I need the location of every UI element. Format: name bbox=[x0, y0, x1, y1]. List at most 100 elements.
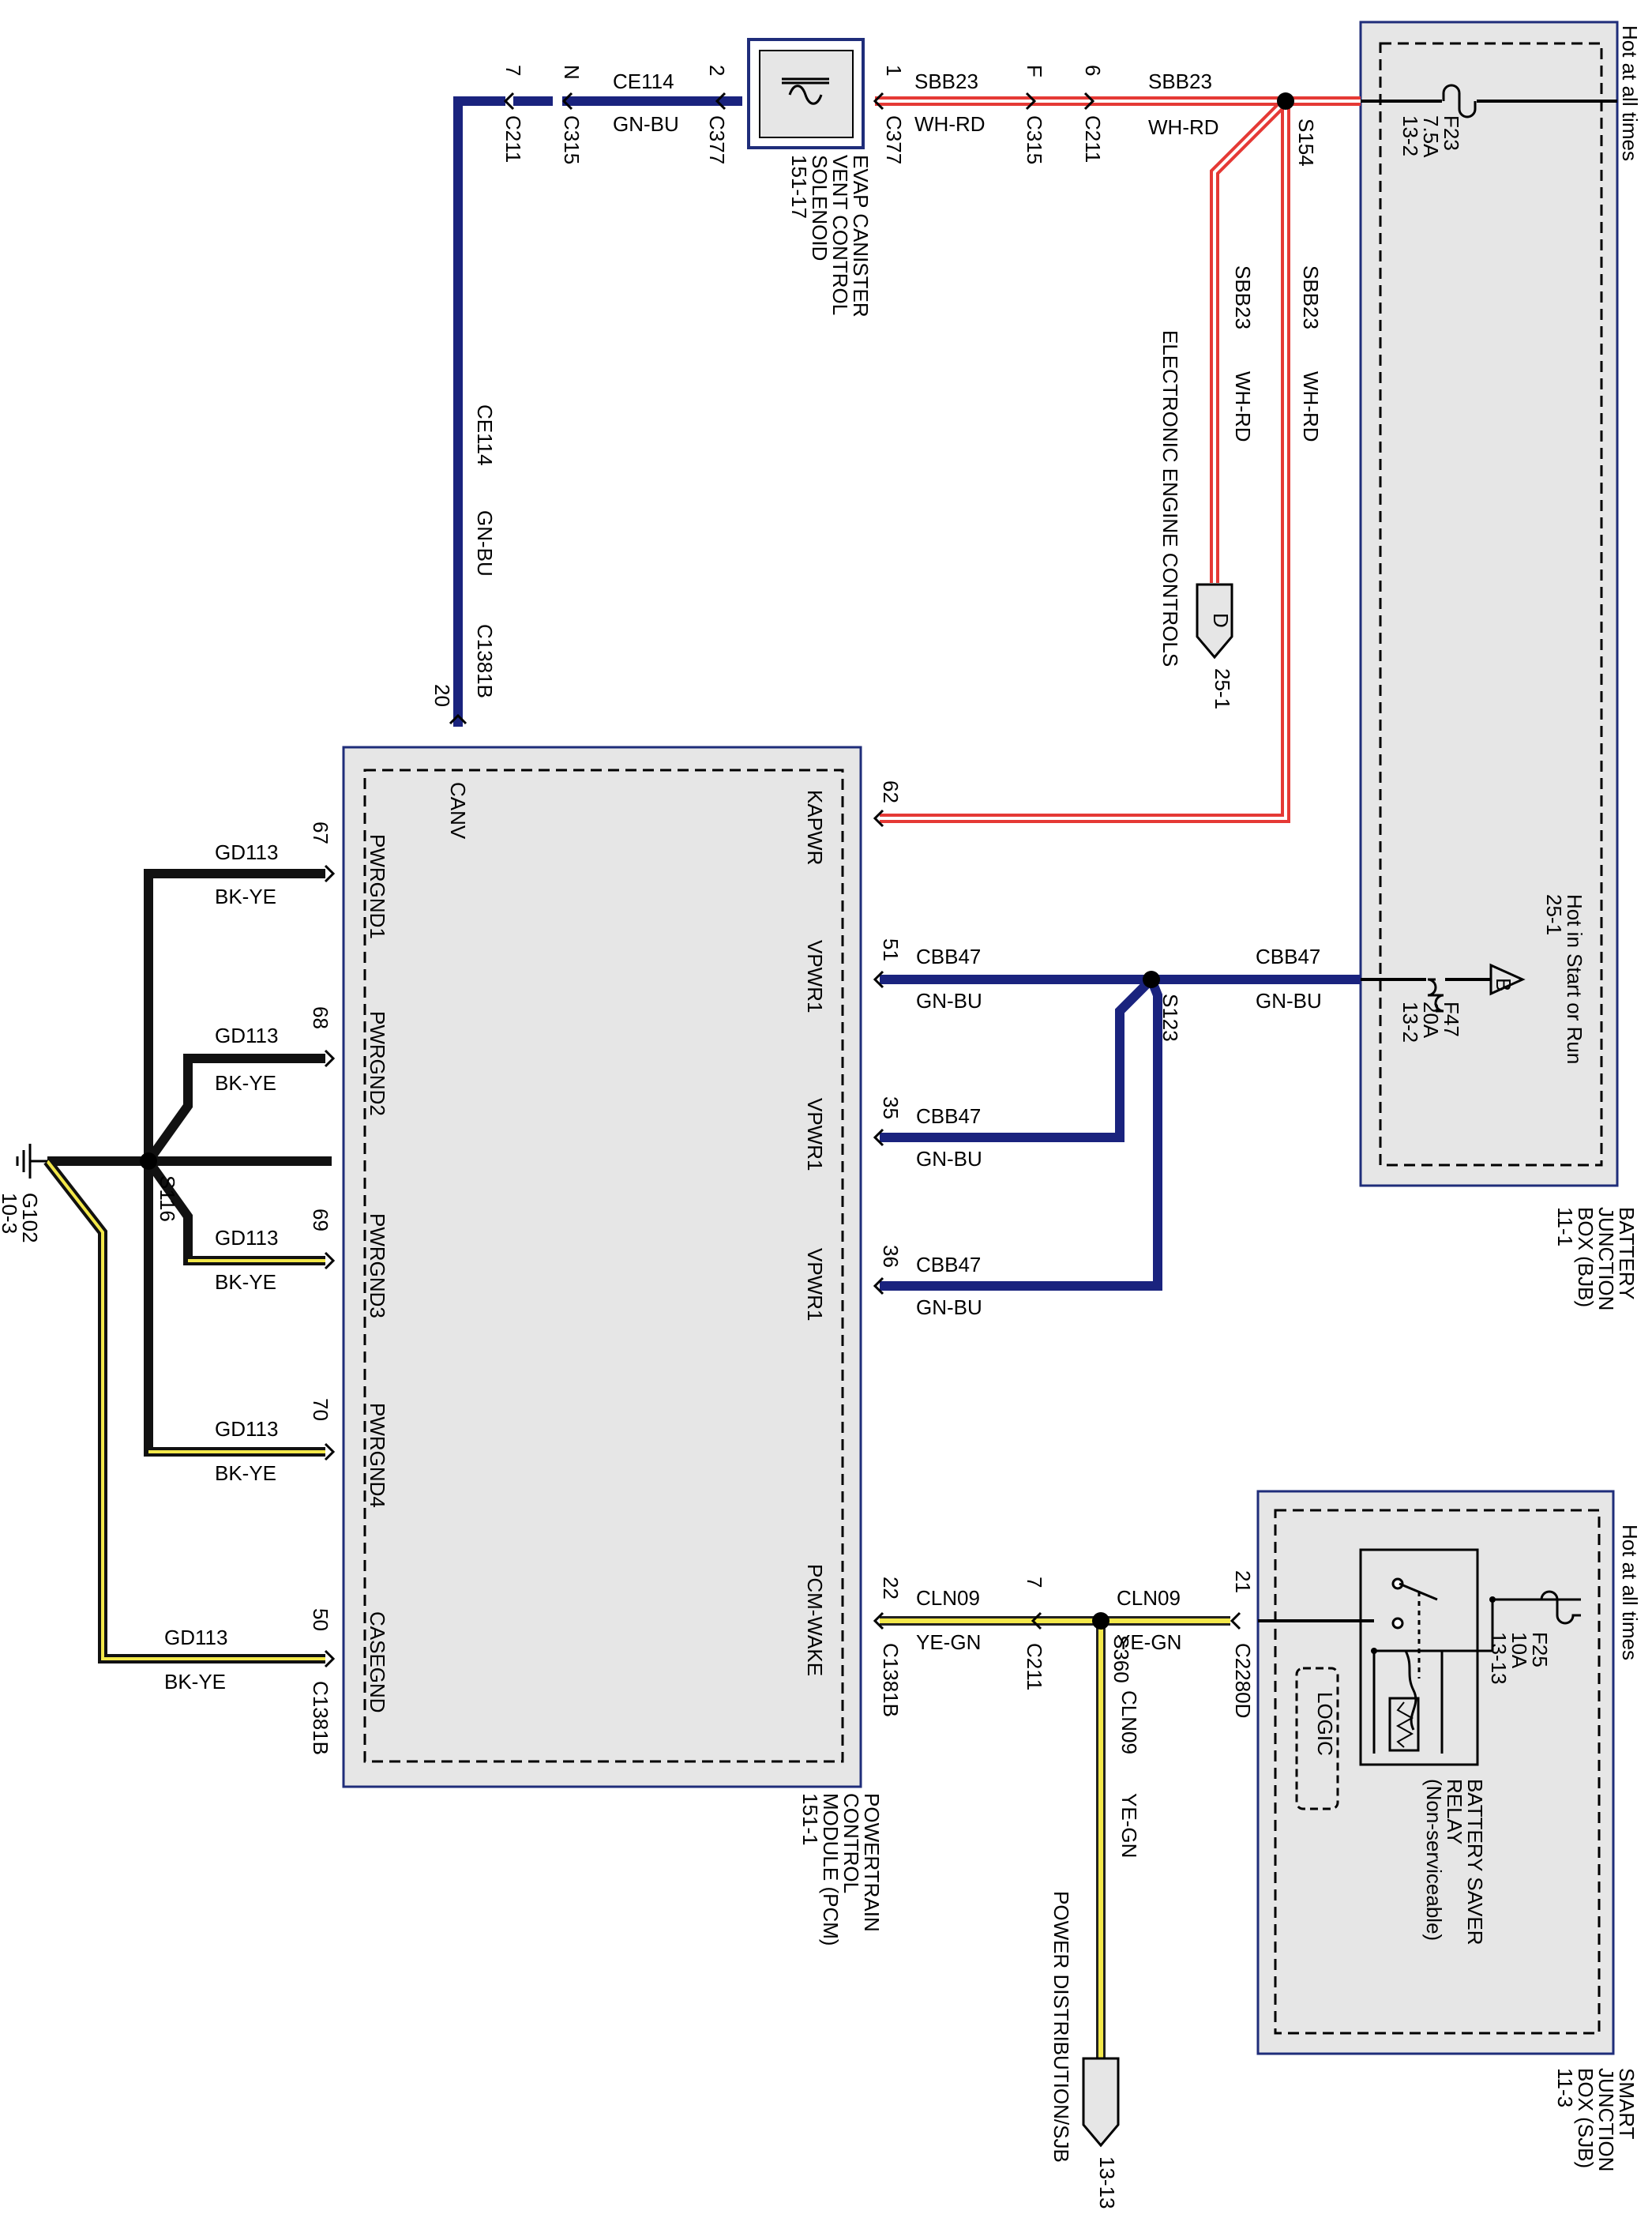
sbb23-top-color-1: WH-RD bbox=[914, 112, 986, 136]
sjb-name-line2: JUNCTION bbox=[1594, 2068, 1618, 2171]
pcm-pin-36-circuit: CBB47 bbox=[916, 1253, 981, 1276]
sbb23-pcm-circuit: SBB23 bbox=[1299, 265, 1323, 329]
pcm-pin-67-color: BK-YE bbox=[215, 885, 276, 908]
ground-name: G102 bbox=[18, 1193, 42, 1243]
sjb-hot-label: Hot at all times bbox=[1618, 1524, 1642, 1660]
sjb-ref: 11-3 bbox=[1553, 2068, 1577, 2107]
pd-ref: 13-13 bbox=[1095, 2156, 1119, 2209]
bjb-name-line3: BOX (BJB) bbox=[1574, 1207, 1598, 1307]
bjb-name-line2: JUNCTION bbox=[1594, 1207, 1618, 1310]
pd-offpage-connector bbox=[1082, 2057, 1120, 2148]
pcm-pin-51: 51 bbox=[879, 938, 903, 961]
pcm-pin-51-color: GN-BU bbox=[916, 989, 982, 1013]
pcm-pin-70-label: PWRGND4 bbox=[366, 1403, 389, 1508]
wire-sbb23-eec bbox=[1210, 97, 1290, 583]
pcm-name-line2: CONTROL bbox=[839, 1793, 863, 1893]
bjb-hot-label: Hot at all times bbox=[1618, 25, 1642, 161]
bjb-box bbox=[1359, 21, 1619, 1187]
pcm-pin-62-label: KAPWR bbox=[803, 790, 827, 865]
pcm-pin-68-label: PWRGND2 bbox=[366, 1011, 389, 1116]
pcm-ref: 151-1 bbox=[798, 1793, 822, 1846]
bjb-ref: 11-1 bbox=[1553, 1207, 1577, 1246]
evap-name-line2: VENT CONTROL bbox=[828, 155, 852, 315]
evap-name-line1: EVAP CANISTER bbox=[849, 155, 873, 318]
top-conn-4-name: C377 bbox=[882, 115, 906, 164]
bjb-name-line1: BATTERY bbox=[1615, 1207, 1639, 1300]
bjb-f47-rating: 20A bbox=[1419, 1002, 1443, 1039]
pcm-pin-50-connector: C1381B bbox=[309, 1681, 332, 1755]
evap-name-line3: SOLENOID bbox=[808, 155, 832, 261]
pcm-pin-35-label: VPWR1 bbox=[803, 1098, 827, 1171]
top-conn-2-pin: N bbox=[560, 65, 584, 80]
canv-pin: 20 bbox=[430, 684, 454, 707]
pcm-pin-70-color: BK-YE bbox=[215, 1461, 276, 1485]
cln09-sjb-circuit: CLN09 bbox=[1117, 1586, 1181, 1610]
ce114-vert-circuit: CE114 bbox=[473, 404, 497, 466]
top-conn-5-name: C315 bbox=[1023, 115, 1046, 164]
bjb-f23-fuse bbox=[1442, 84, 1477, 118]
top-conn-4-pin: 1 bbox=[882, 65, 906, 76]
splice-s360: S360 bbox=[1109, 1635, 1133, 1683]
bjb-f23-name: F23 bbox=[1440, 115, 1463, 151]
pcm-name-line1: POWERTRAIN bbox=[860, 1793, 884, 1932]
splice-s154-dot bbox=[1277, 92, 1294, 110]
pcm-pin-51-circuit: CBB47 bbox=[916, 945, 981, 968]
wire-gd113 bbox=[43, 869, 332, 1664]
sbb23-pcm-color: WH-RD bbox=[1299, 371, 1323, 442]
sjb-relay-line1: BATTERY SAVER bbox=[1463, 1779, 1487, 1945]
pcm-pin-69-label: PWRGND3 bbox=[366, 1213, 389, 1318]
sjb-f25-ref: 13-13 bbox=[1487, 1632, 1511, 1685]
pcm-pin-69: 69 bbox=[309, 1209, 332, 1231]
ce114-vert-connector: C1381B bbox=[473, 624, 497, 698]
wake-c2280d-pin: 21 bbox=[1231, 1570, 1255, 1593]
pcm-name-line3: MODULE (PCM) bbox=[819, 1793, 843, 1946]
sjb-box bbox=[1256, 1490, 1615, 2055]
pcm-pin-67-circuit: GD113 bbox=[215, 840, 278, 864]
pcm-pin-50: 50 bbox=[309, 1608, 332, 1631]
wake-c211-pin: 7 bbox=[1023, 1577, 1046, 1588]
pcm-pin-22: 22 bbox=[879, 1577, 903, 1600]
bjb-f47-fuse bbox=[1427, 978, 1444, 1013]
sjb-name-line1: SMART bbox=[1615, 2068, 1639, 2140]
bjb-f23-rating: 7.5A bbox=[1419, 115, 1443, 158]
top-conn-6-pin: 6 bbox=[1081, 65, 1105, 76]
pcm-pin-35-color: GN-BU bbox=[916, 1147, 982, 1171]
splice-s116-dot bbox=[140, 1152, 157, 1170]
cln09-vert-color: YE-GN bbox=[1117, 1793, 1141, 1858]
pcm-pin-50-color: BK-YE bbox=[164, 1670, 226, 1694]
cln09-vert-circuit: CLN09 bbox=[1117, 1690, 1141, 1754]
cln09-pcm-circuit: CLN09 bbox=[916, 1586, 980, 1610]
pcm-pin-68-color: BK-YE bbox=[215, 1071, 276, 1095]
top-conn-3-name: C377 bbox=[705, 115, 729, 164]
splice-s123: S123 bbox=[1158, 994, 1182, 1042]
ce114-top-circuit: CE114 bbox=[613, 70, 674, 93]
bjb-f47-name: F47 bbox=[1440, 1002, 1463, 1037]
sjb-relay-line3: (Non-serviceable) bbox=[1422, 1779, 1446, 1941]
top-conn-2-name: C315 bbox=[560, 115, 584, 164]
pcm-pin-69-circuit: GD113 bbox=[215, 1226, 278, 1250]
splice-s123-dot bbox=[1143, 971, 1160, 988]
pcm-pin-68: 68 bbox=[309, 1006, 332, 1029]
pcm-pin-35: 35 bbox=[879, 1096, 903, 1119]
top-conn-5-pin: F bbox=[1023, 65, 1046, 77]
eec-offpage-connector bbox=[1196, 583, 1233, 660]
pcm-pin-22-label: PCM-WAKE bbox=[803, 1564, 827, 1676]
sbb23-top-circuit-1: SBB23 bbox=[914, 70, 978, 93]
cbb47-bjb-circuit: CBB47 bbox=[1256, 945, 1320, 968]
pcm-pin-67-label: PWRGND1 bbox=[366, 834, 389, 939]
sjb-name-line3: BOX (SJB) bbox=[1574, 2068, 1598, 2168]
eec-ref: 25-1 bbox=[1211, 668, 1234, 709]
sjb-f25-name: F25 bbox=[1528, 1632, 1552, 1667]
pcm-pin-35-circuit: CBB47 bbox=[916, 1104, 981, 1128]
bjb-hot-run-label: Hot in Start or Run bbox=[1563, 894, 1586, 1064]
pcm-pin-69-color: BK-YE bbox=[215, 1270, 276, 1294]
bjb-b-marker: B bbox=[1492, 978, 1515, 991]
ce114-vert-color: GN-BU bbox=[473, 510, 497, 577]
splice-s116: S116 bbox=[156, 1175, 179, 1222]
pcm-pin-36-label: VPWR1 bbox=[803, 1248, 827, 1321]
pcm-pin-22-connector: C1381B bbox=[879, 1643, 903, 1717]
pcm-pin-70: 70 bbox=[309, 1398, 332, 1421]
pcm-pin-62: 62 bbox=[879, 780, 903, 803]
pd-label: POWER DISTRIBUTION/SJB bbox=[1049, 1891, 1073, 2163]
